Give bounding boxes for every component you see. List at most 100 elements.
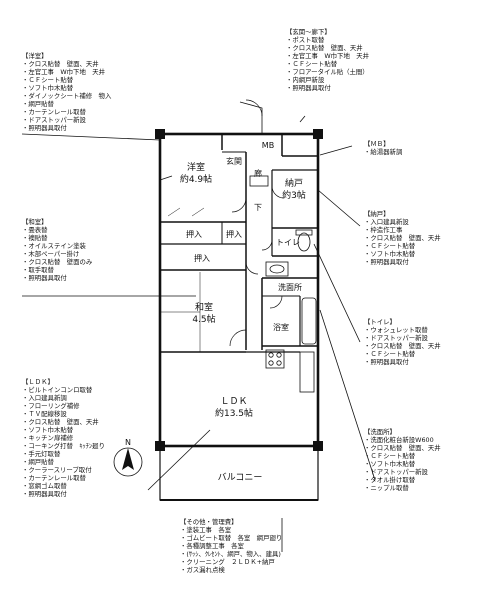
- note-ldk-item: 手元灯取替: [22, 450, 105, 458]
- room-ldk-name: ＬＤＫ: [220, 397, 247, 407]
- room-balcony-name: バルコニー: [218, 472, 263, 483]
- room-genkan-name: 玄関: [226, 156, 242, 166]
- note-ldk-item: 網戸貼替: [22, 458, 105, 466]
- note-western-item: ＣＦシート貼替: [22, 76, 111, 84]
- note-nando-item: 照明器具取付: [364, 258, 441, 266]
- washitsu-lines: [160, 207, 205, 352]
- note-other-item: クリーニング ２ＬＤＫ+納戸: [180, 558, 282, 566]
- door-swings: [159, 99, 285, 347]
- note-ldk-item: クロス貼替 壁面、天井: [22, 418, 105, 426]
- kitchen-counter: [299, 351, 315, 393]
- note-entrance-item: クロス貼替 壁面、天井: [286, 44, 369, 52]
- note-nando-item: 入口建具新設: [364, 218, 441, 226]
- note-mb-item: 給湯器新調: [364, 148, 402, 156]
- note-ldk-item: ソフト巾木貼替: [22, 426, 105, 434]
- note-nando-item: 枠造作工事: [364, 226, 441, 234]
- note-ldk-item: 窓網ゴム取替: [22, 482, 105, 490]
- room-nando-size: 約3帖: [282, 189, 306, 201]
- note-toilet-item: ドアストッパー新設: [364, 334, 441, 342]
- note-washitsu-title: 【和室】: [22, 218, 48, 226]
- note-western-item: カーテンレール取替: [22, 108, 111, 116]
- note-ldk-item: フローリング補修: [22, 402, 105, 410]
- note-entrance-item: ポスト取替: [286, 36, 369, 44]
- note-senmenjo-item: ＣＦシート貼替: [364, 452, 441, 460]
- note-other-item: ゴムビート取替 各室 網戸廻り: [180, 534, 282, 542]
- room-mb-name: MB: [262, 141, 274, 150]
- note-nando-title: 【納戸】: [364, 210, 390, 218]
- shoe-box: [249, 175, 269, 187]
- note-toilet: 【トイレ】 ウォシュレット取替 ドアストッパー新設 クロス貼替 壁面、天井 ＣＦ…: [364, 318, 441, 366]
- note-washitsu: 【和室】 畳表替 襖貼替 オイルステイン塗装 木部ペーパー掛け クロス貼替 壁面…: [22, 218, 92, 282]
- leader-lines: [21, 101, 376, 552]
- note-ldk-item: ＴＶ配線移設: [22, 410, 105, 418]
- note-western-item: ドアストッパー新設: [22, 116, 111, 124]
- note-western: 【洋室】 クロス貼替 壁面、天井 左官工事 W巾下地 天井 ＣＦシート貼替 ソフ…: [22, 52, 111, 132]
- note-other-item: 塗装工事 各室: [180, 526, 282, 534]
- note-other: 【その他・管理費】 塗装工事 各室 ゴムビート取替 各室 網戸廻り 各種調整工事…: [180, 518, 282, 574]
- note-mb: 【ＭＢ】 給湯器新調: [364, 140, 402, 156]
- note-nando-item: クロス貼替 壁面、天井: [364, 234, 440, 242]
- note-washitsu-item: 照明器具取付: [22, 274, 92, 282]
- room-western-size: 約4.9帖: [180, 173, 212, 185]
- note-other-title: 【その他・管理費】: [180, 518, 238, 526]
- note-washitsu-item: 木部ペーパー掛け: [22, 250, 92, 258]
- note-ldk-item: クーラースリーブ取付: [22, 466, 105, 474]
- room-western-name: 洋室: [187, 161, 205, 173]
- note-western-item: クロス貼替 壁面、天井: [22, 60, 111, 68]
- room-oshiire2-name: 押入: [226, 229, 242, 239]
- note-toilet-item: クロス貼替 壁面、天井: [364, 342, 440, 350]
- room-senmenjo-name: 洗面所: [278, 282, 302, 292]
- note-washitsu-item: 襖貼替: [22, 234, 92, 242]
- note-entrance-item: 内網戸新設: [286, 76, 369, 84]
- note-ldk-item: 照明器具取付: [22, 490, 105, 498]
- note-senmenjo: 【洗面所】 洗面化粧台新設W600 クロス貼替 壁面、天井 ＣＦシート貼替 ソフ…: [364, 428, 441, 492]
- note-senmenjo-item: ソフト巾木貼替: [364, 460, 441, 468]
- room-roka-name-2: 下: [254, 203, 262, 212]
- note-western-item: ダイノックシート補修 物入: [22, 92, 111, 100]
- note-ldk-item: キッチン扉補修: [22, 434, 105, 442]
- note-western-item: 照明器具取付: [22, 124, 111, 132]
- note-western-item: 左官工事 W巾下地 天井: [22, 68, 111, 76]
- note-ldk-item: コーキング打替 ｷｯﾁﾝ廻り: [22, 442, 105, 450]
- note-senmenjo-item: ニップル取替: [364, 484, 441, 492]
- note-entrance-item: 照明器具取付: [286, 84, 369, 92]
- room-washitsu-name: 和室: [195, 301, 213, 313]
- balcony-outline: [159, 445, 319, 501]
- compass-label: N: [125, 438, 131, 447]
- note-ldk-item: ビルトインコンロ取替: [22, 386, 105, 394]
- note-other-item: ガス漏れ点検: [180, 566, 282, 574]
- washbasin-icon: [265, 261, 289, 277]
- fixtures: [249, 175, 317, 393]
- note-ldk-item: 入口建具新調: [22, 394, 105, 402]
- note-toilet-title: 【トイレ】: [364, 318, 396, 326]
- note-western-item: 網戸貼替: [22, 100, 111, 108]
- note-other-item: (ｻｯｼ、ｸﾚｾﾝﾄ、網戸、物入、建具): [180, 550, 282, 558]
- note-senmenjo-title: 【洗面所】: [364, 428, 396, 436]
- note-senmenjo-item: タオル掛け取替: [364, 476, 441, 484]
- note-entrance-item: フロアータイル貼（土間）: [286, 68, 369, 76]
- note-entrance-title: 【玄関～廊下】: [286, 28, 331, 36]
- note-senmenjo-item: 洗面化粧台新設W600: [364, 436, 441, 444]
- room-washitsu-size: 4.5帖: [192, 313, 215, 325]
- bathtub-icon: [301, 297, 317, 345]
- note-nando-item: ＣＦシート貼替: [364, 242, 441, 250]
- note-toilet-item: ＣＦシート貼替: [364, 350, 441, 358]
- room-yokushitsu-name: 浴室: [273, 322, 289, 332]
- room-oshiire1-name: 押入: [186, 229, 202, 239]
- note-ldk-title: 【ＬＤＫ】: [22, 378, 54, 386]
- toilet-bowl-icon: [297, 232, 311, 252]
- note-entrance-item: 左官工事 W巾下地 天井: [286, 52, 369, 60]
- compass-icon: N: [113, 438, 143, 477]
- note-washitsu-item: クロス貼替 壁面のみ: [22, 258, 92, 266]
- room-roka-name-1: 廊: [254, 168, 262, 178]
- note-mb-title: 【ＭＢ】: [364, 140, 390, 148]
- note-entrance-item: ＣＦシート貼替: [286, 60, 369, 68]
- note-nando: 【納戸】 入口建具新設 枠造作工事 クロス貼替 壁面、天井 ＣＦシート貼替 ソフ…: [364, 210, 441, 266]
- stove-icon: [265, 349, 285, 369]
- note-nando-item: ソフト巾木貼替: [364, 250, 441, 258]
- room-toilet-name: トイレ: [276, 238, 300, 247]
- note-ldk-item: カーテンレール取替: [22, 474, 105, 482]
- note-washitsu-item: オイルステイン塗装: [22, 242, 92, 250]
- note-senmenjo-item: クロス貼替 壁面、天井: [364, 444, 440, 452]
